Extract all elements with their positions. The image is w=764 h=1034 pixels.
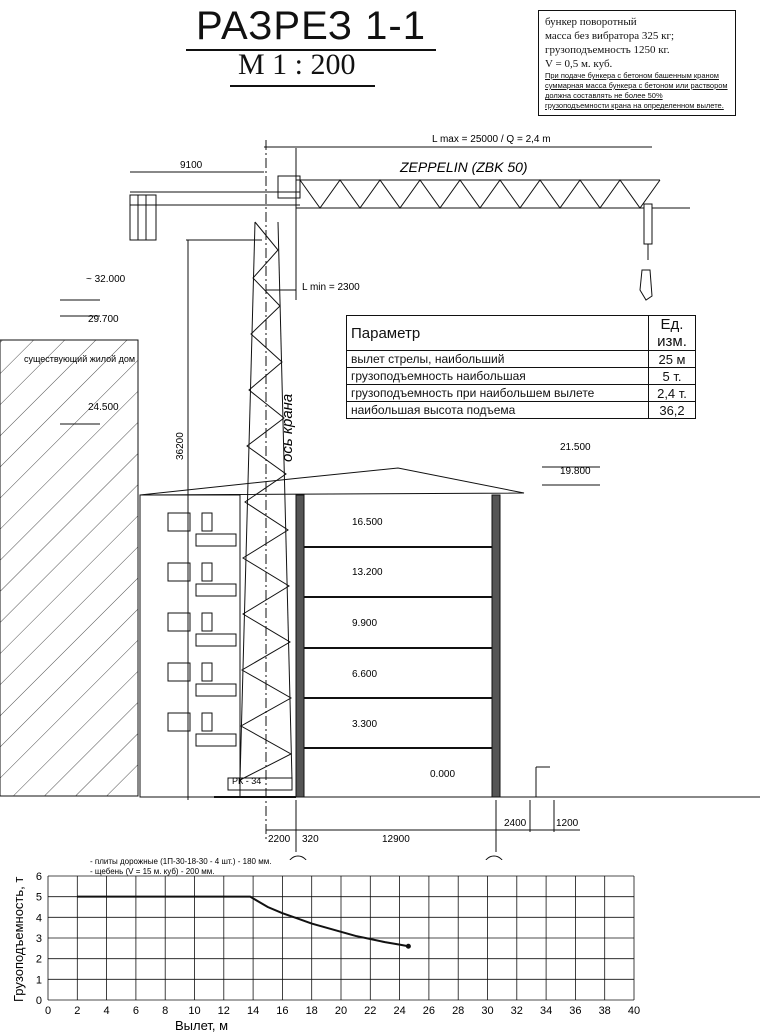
chart-grid bbox=[47, 875, 635, 1001]
curve-end-point bbox=[405, 943, 411, 949]
y-tick-label: 5 bbox=[36, 892, 42, 904]
bunker-note-warning: должна составлять не более 50% bbox=[545, 91, 663, 100]
dimension-2400: 2400 bbox=[504, 818, 527, 829]
bunker-note-line: масса без вибратора 325 кг; bbox=[545, 30, 675, 42]
x-tick-label: 4 bbox=[104, 1005, 110, 1017]
bunker-note-line: V = 0,5 м. куб. bbox=[545, 58, 613, 70]
param-row-value: 25 м bbox=[648, 350, 696, 368]
x-tick-label: 12 bbox=[218, 1005, 230, 1017]
dimension-2200: 2200 bbox=[268, 834, 291, 845]
x-tick-label: 24 bbox=[393, 1005, 405, 1017]
x-tick-label: 26 bbox=[423, 1005, 435, 1017]
x-tick-label: 2 bbox=[74, 1005, 80, 1017]
bunker-note: бункер поворотный масса без вибратора 32… bbox=[538, 10, 736, 116]
crane-base-label: РК - 34 bbox=[232, 776, 261, 786]
x-tick-label: 20 bbox=[335, 1005, 347, 1017]
elevation-16500: 16.500 bbox=[352, 517, 383, 528]
dimension-12900: 12900 bbox=[382, 834, 410, 845]
crane-height-dimension: 36200 bbox=[175, 432, 186, 460]
counterweight bbox=[129, 194, 157, 241]
elevation-9900: 9.900 bbox=[352, 618, 377, 629]
y-tick-label: 4 bbox=[36, 912, 42, 924]
elevation-24500: 24.500 bbox=[88, 402, 119, 413]
x-tick-label: 18 bbox=[306, 1005, 318, 1017]
load-curve bbox=[77, 895, 409, 948]
facade-windows bbox=[167, 512, 237, 747]
scale-underline bbox=[230, 85, 375, 87]
y-tick-label: 3 bbox=[36, 933, 42, 945]
drawing-scale: М 1 : 200 bbox=[238, 48, 356, 81]
existing-building bbox=[0, 339, 139, 797]
x-tick-label: 28 bbox=[452, 1005, 464, 1017]
y-tick-label: 2 bbox=[36, 954, 42, 966]
lmax-label: L max = 25000 / Q = 2,4 m bbox=[432, 134, 551, 145]
elevation-21500: 21.500 bbox=[560, 442, 591, 453]
title-underline bbox=[186, 49, 436, 51]
x-tick-label: 40 bbox=[628, 1005, 640, 1017]
legend-note-1: - плиты дорожные (1П-30-18-30 - 4 шт.) -… bbox=[90, 857, 271, 866]
elevation-13200: 13.200 bbox=[352, 567, 383, 578]
elevation-29700: 29.700 bbox=[88, 314, 119, 325]
counter-jib-dimension: 9100 bbox=[180, 160, 203, 171]
bunker-note-warning: грузоподъемности крана на определенном в… bbox=[545, 101, 724, 110]
elevation-6600: 6.600 bbox=[352, 669, 377, 680]
x-tick-label: 32 bbox=[511, 1005, 523, 1017]
axis-d-marker bbox=[289, 855, 307, 860]
x-tick-label: 38 bbox=[599, 1005, 611, 1017]
dimension-1200: 1200 bbox=[556, 818, 579, 829]
axis-a-marker bbox=[485, 855, 503, 860]
x-tick-label: 22 bbox=[364, 1005, 376, 1017]
crane-name: ZEPPELIN (ZBK 50) bbox=[399, 159, 528, 175]
drawing-title: РАЗРЕЗ 1-1 bbox=[196, 4, 426, 48]
x-tick-label: 34 bbox=[540, 1005, 552, 1017]
x-tick-label: 8 bbox=[162, 1005, 168, 1017]
param-header: Параметр bbox=[346, 315, 649, 351]
elevation-19800: 19.800 bbox=[560, 466, 591, 477]
section-drawing: L max = 25000 / Q = 2,4 m 9100 ZEPPELIN … bbox=[0, 134, 760, 860]
x-tick-label: 14 bbox=[247, 1005, 259, 1017]
x-tick-label: 10 bbox=[188, 1005, 200, 1017]
bunker-note-warning: суммарная масса бункера с бетоном или ра… bbox=[545, 81, 728, 90]
existing-building-label: существующий жилой дом bbox=[24, 354, 135, 364]
param-row-value: 36,2 bbox=[648, 401, 696, 419]
param-row-name: вылет стрелы, наибольший bbox=[346, 350, 649, 368]
bunker-note-line: грузоподъемность 1250 кг. bbox=[545, 44, 670, 56]
x-axis-label: Вылет, м bbox=[175, 1018, 228, 1033]
x-tick-label: 6 bbox=[133, 1005, 139, 1017]
param-row-name: грузоподъемность наибольшая bbox=[346, 367, 649, 385]
lmin-label: L min = 2300 bbox=[302, 282, 360, 293]
crane-axis-label: ось крана bbox=[279, 394, 296, 462]
elevation-3300: 3.300 bbox=[352, 719, 377, 730]
param-row-name: грузоподъемность при наибольшем вылете bbox=[346, 384, 649, 402]
y-axis-label: Грузоподъемность, т bbox=[11, 877, 26, 1002]
x-tick-label: 0 bbox=[45, 1005, 51, 1017]
param-row-value: 2,4 т. bbox=[648, 384, 696, 402]
param-row-name: наибольшая высота подъема bbox=[346, 401, 649, 419]
param-row-value: 5 т. bbox=[648, 367, 696, 385]
elevation-0000: 0.000 bbox=[430, 769, 455, 780]
y-tick-label: 0 bbox=[36, 995, 42, 1007]
elevation-32000: ~ 32.000 bbox=[86, 274, 126, 285]
bunker-note-line: бункер поворотный bbox=[545, 16, 637, 28]
x-tick-label: 36 bbox=[569, 1005, 581, 1017]
x-tick-label: 16 bbox=[276, 1005, 288, 1017]
dimension-320: 320 bbox=[302, 834, 319, 845]
x-tick-label: 30 bbox=[481, 1005, 493, 1017]
unit-header: Ед. изм. bbox=[648, 315, 696, 351]
legend-note-2: - щебень (V = 15 м. куб) - 200 мм. bbox=[90, 867, 215, 876]
parameter-table: Параметр Ед. изм. вылет стрелы, наибольш… bbox=[346, 315, 696, 419]
load-chart: - плиты дорожные (1П-30-18-30 - 4 шт.) -… bbox=[11, 857, 640, 1033]
y-tick-label: 1 bbox=[36, 974, 42, 986]
y-tick-label: 6 bbox=[36, 871, 42, 883]
bunker-note-warning: При подаче бункера с бетоном башенным кр… bbox=[545, 71, 719, 80]
